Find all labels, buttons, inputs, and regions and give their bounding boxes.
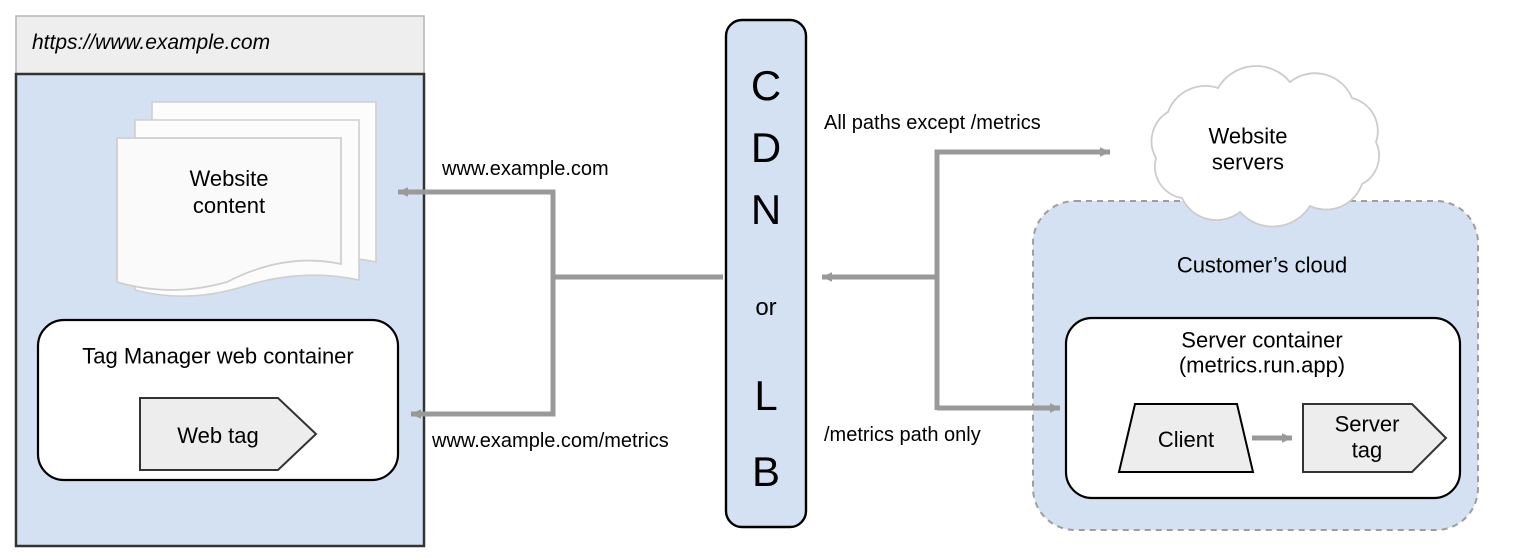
edge-label-all-paths: All paths except /metrics xyxy=(824,112,1041,134)
website-content-stack xyxy=(116,101,377,297)
cdn-letter-b: B xyxy=(751,448,780,495)
cdn-conjunction-or: or xyxy=(755,294,777,321)
document-sheet-front xyxy=(116,137,342,291)
cloud-shape xyxy=(1150,65,1380,228)
browser-url-bar xyxy=(15,15,425,75)
server-tag-shape xyxy=(1302,403,1448,473)
website-servers-label: Website servers xyxy=(1208,124,1287,177)
browser-url-text: https://www.example.com xyxy=(32,31,271,54)
website-servers-line2: servers xyxy=(1211,150,1285,175)
website-content-label: Website content xyxy=(189,166,268,220)
cdn-letter-l: L xyxy=(754,372,778,419)
edge-www-example xyxy=(397,187,723,280)
web-tag-shape xyxy=(139,397,318,471)
tag-manager-web-container-shape xyxy=(36,318,400,482)
website-servers-line1: Website xyxy=(1208,123,1288,149)
tag-manager-title: Tag Manager web container xyxy=(82,343,354,369)
cdn-lb-box xyxy=(724,18,808,529)
website-content-line2: content xyxy=(192,193,266,218)
website-servers-cloud xyxy=(1150,65,1380,228)
cdn-letter-c: C xyxy=(750,62,782,109)
edge-www-example-metrics xyxy=(410,277,556,419)
server-tag-line1: Server xyxy=(1334,411,1400,437)
client-label: Client xyxy=(1157,426,1215,452)
cdn-lb-shape xyxy=(724,18,808,529)
website-content-line1: Website xyxy=(189,166,269,192)
edge-label-www-example: www.example.com xyxy=(442,158,609,180)
cdn-letter-d: D xyxy=(750,124,782,171)
client-shape xyxy=(1117,403,1255,473)
server-container-title-line2: (metrics.run.app) xyxy=(1178,353,1346,378)
web-tag-label: Web tag xyxy=(177,422,259,448)
server-tag-line2: tag xyxy=(1351,438,1383,463)
edge-all-paths xyxy=(934,147,1111,410)
server-container-title: Server container (metrics.run.app) xyxy=(1179,328,1345,379)
server-container-title-line1: Server container xyxy=(1181,327,1343,353)
edge-label-metrics-only: /metrics path only xyxy=(824,424,981,446)
server-tag-label: Server tag xyxy=(1335,412,1400,465)
cdn-letter-n: N xyxy=(750,186,782,233)
edge-label-www-example-metrics: www.example.com/metrics xyxy=(432,430,669,452)
customers-cloud-title: Customer’s cloud xyxy=(1176,252,1348,278)
server-container-shape xyxy=(1064,316,1462,500)
